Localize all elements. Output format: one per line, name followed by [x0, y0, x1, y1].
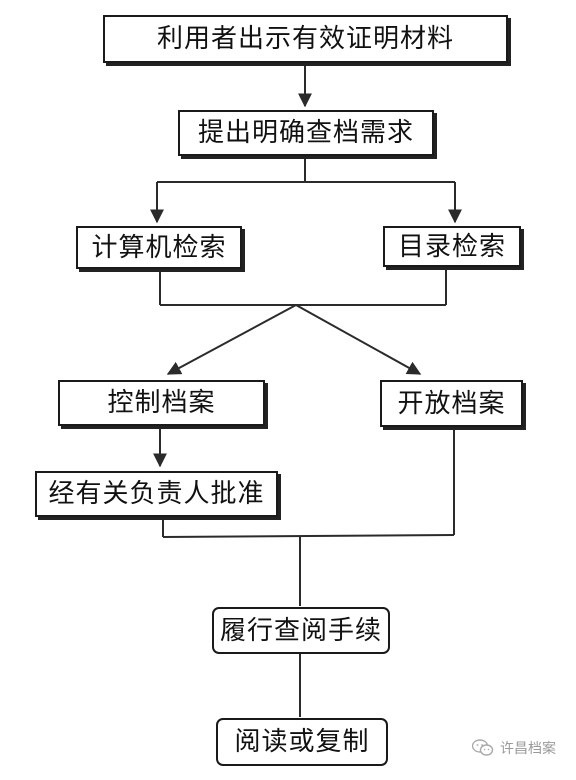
node-catalog-search-label: 目录检索	[397, 231, 506, 262]
watermark: 许昌档案	[472, 738, 556, 758]
node-catalog-search: 目录检索	[383, 226, 521, 267]
node-approval-label: 经有关负责人批准	[48, 479, 265, 509]
arrow-to-n5	[166, 304, 297, 375]
node-controlled-archives-label: 控制档案	[107, 388, 216, 418]
watermark-text: 许昌档案	[500, 741, 556, 757]
arrow-to-n6	[295, 304, 422, 375]
node-state-request-label: 提出明确查档需求	[197, 118, 414, 148]
node-show-credentials: 利用者出示有效证明材料	[103, 15, 508, 63]
node-state-request: 提出明确查档需求	[178, 110, 434, 156]
line-join-horizontal	[162, 534, 455, 538]
wechat-icon	[472, 739, 494, 757]
node-read-or-copy-label: 阅读或复制	[234, 727, 370, 757]
node-read-or-copy: 阅读或复制	[216, 718, 388, 766]
node-open-archives-label: 开放档案	[397, 388, 506, 419]
node-approval: 经有关负责人批准	[35, 471, 278, 517]
node-computer-search-label: 计算机检索	[91, 232, 227, 263]
node-open-archives: 开放档案	[380, 380, 523, 427]
node-show-credentials-label: 利用者出示有效证明材料	[156, 24, 454, 54]
node-computer-search: 计算机检索	[76, 226, 242, 269]
node-access-procedures: 履行查阅手续	[212, 607, 390, 654]
node-access-procedures-label: 履行查阅手续	[219, 615, 382, 646]
node-controlled-archives: 控制档案	[58, 380, 265, 426]
